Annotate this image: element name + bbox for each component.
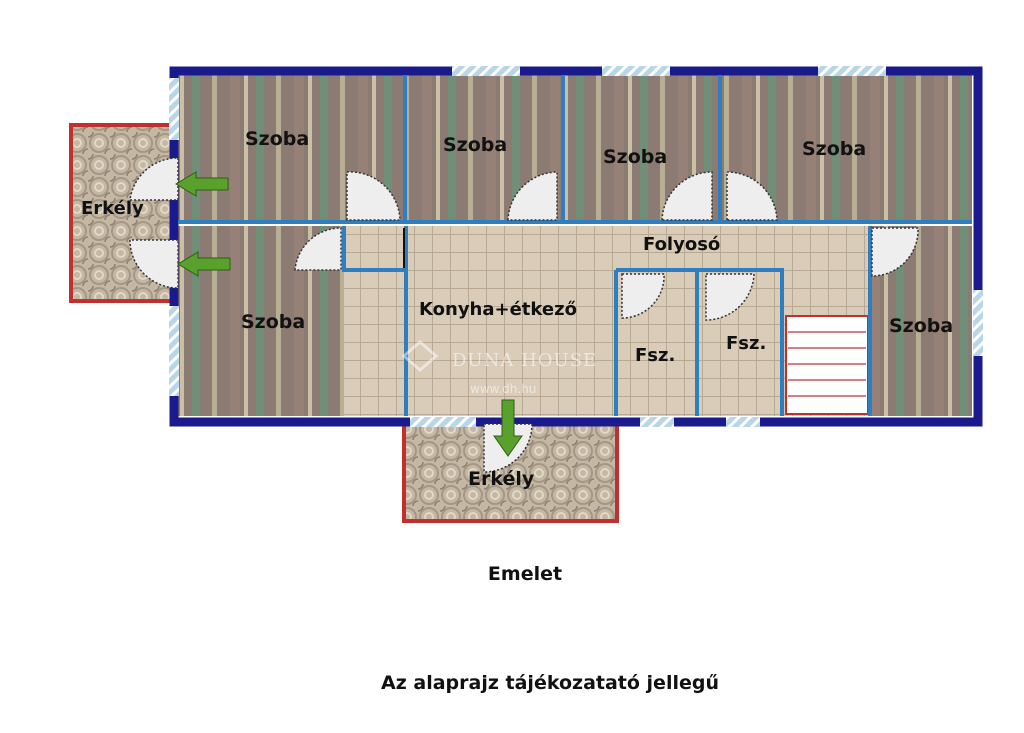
entry-arrows (175, 171, 523, 457)
room-label-szoba-4: Szoba (802, 138, 866, 160)
watermark-url: www.dh.hu (470, 382, 537, 396)
inner-walls (178, 75, 972, 416)
house-logo-icon (401, 340, 439, 372)
room-label-szoba-1: Szoba (245, 128, 309, 150)
room-label-fsz-1: Fsz. (635, 345, 675, 366)
arrow-down-icon (493, 399, 523, 457)
disclaimer: Az alaprajz tájékozatató jellegű (381, 672, 719, 694)
room-label-erkely-bottom: Erkély (468, 468, 535, 490)
room-label-fsz-2: Fsz. (726, 333, 766, 354)
staircase (785, 315, 869, 415)
balcony-left (69, 123, 175, 303)
watermark-brand: DUNA HOUSE (452, 350, 598, 371)
room-label-erkely-left: Erkély (81, 198, 144, 219)
floor-label: Emelet (487, 563, 563, 585)
room-label-szoba-6: Szoba (889, 315, 953, 337)
arrow-left-icon (175, 171, 229, 197)
room-label-szoba-5: Szoba (241, 311, 305, 333)
room-label-folyoso: Folyosó (643, 234, 720, 255)
room-label-szoba-2: Szoba (443, 134, 507, 156)
arrow-left-icon (177, 251, 231, 277)
windows (169, 66, 983, 427)
room-label-szoba-3: Szoba (603, 146, 667, 168)
room-label-konyha: Konyha+étkező (419, 299, 577, 320)
watermark-logo (401, 340, 439, 372)
doors (129, 157, 919, 473)
